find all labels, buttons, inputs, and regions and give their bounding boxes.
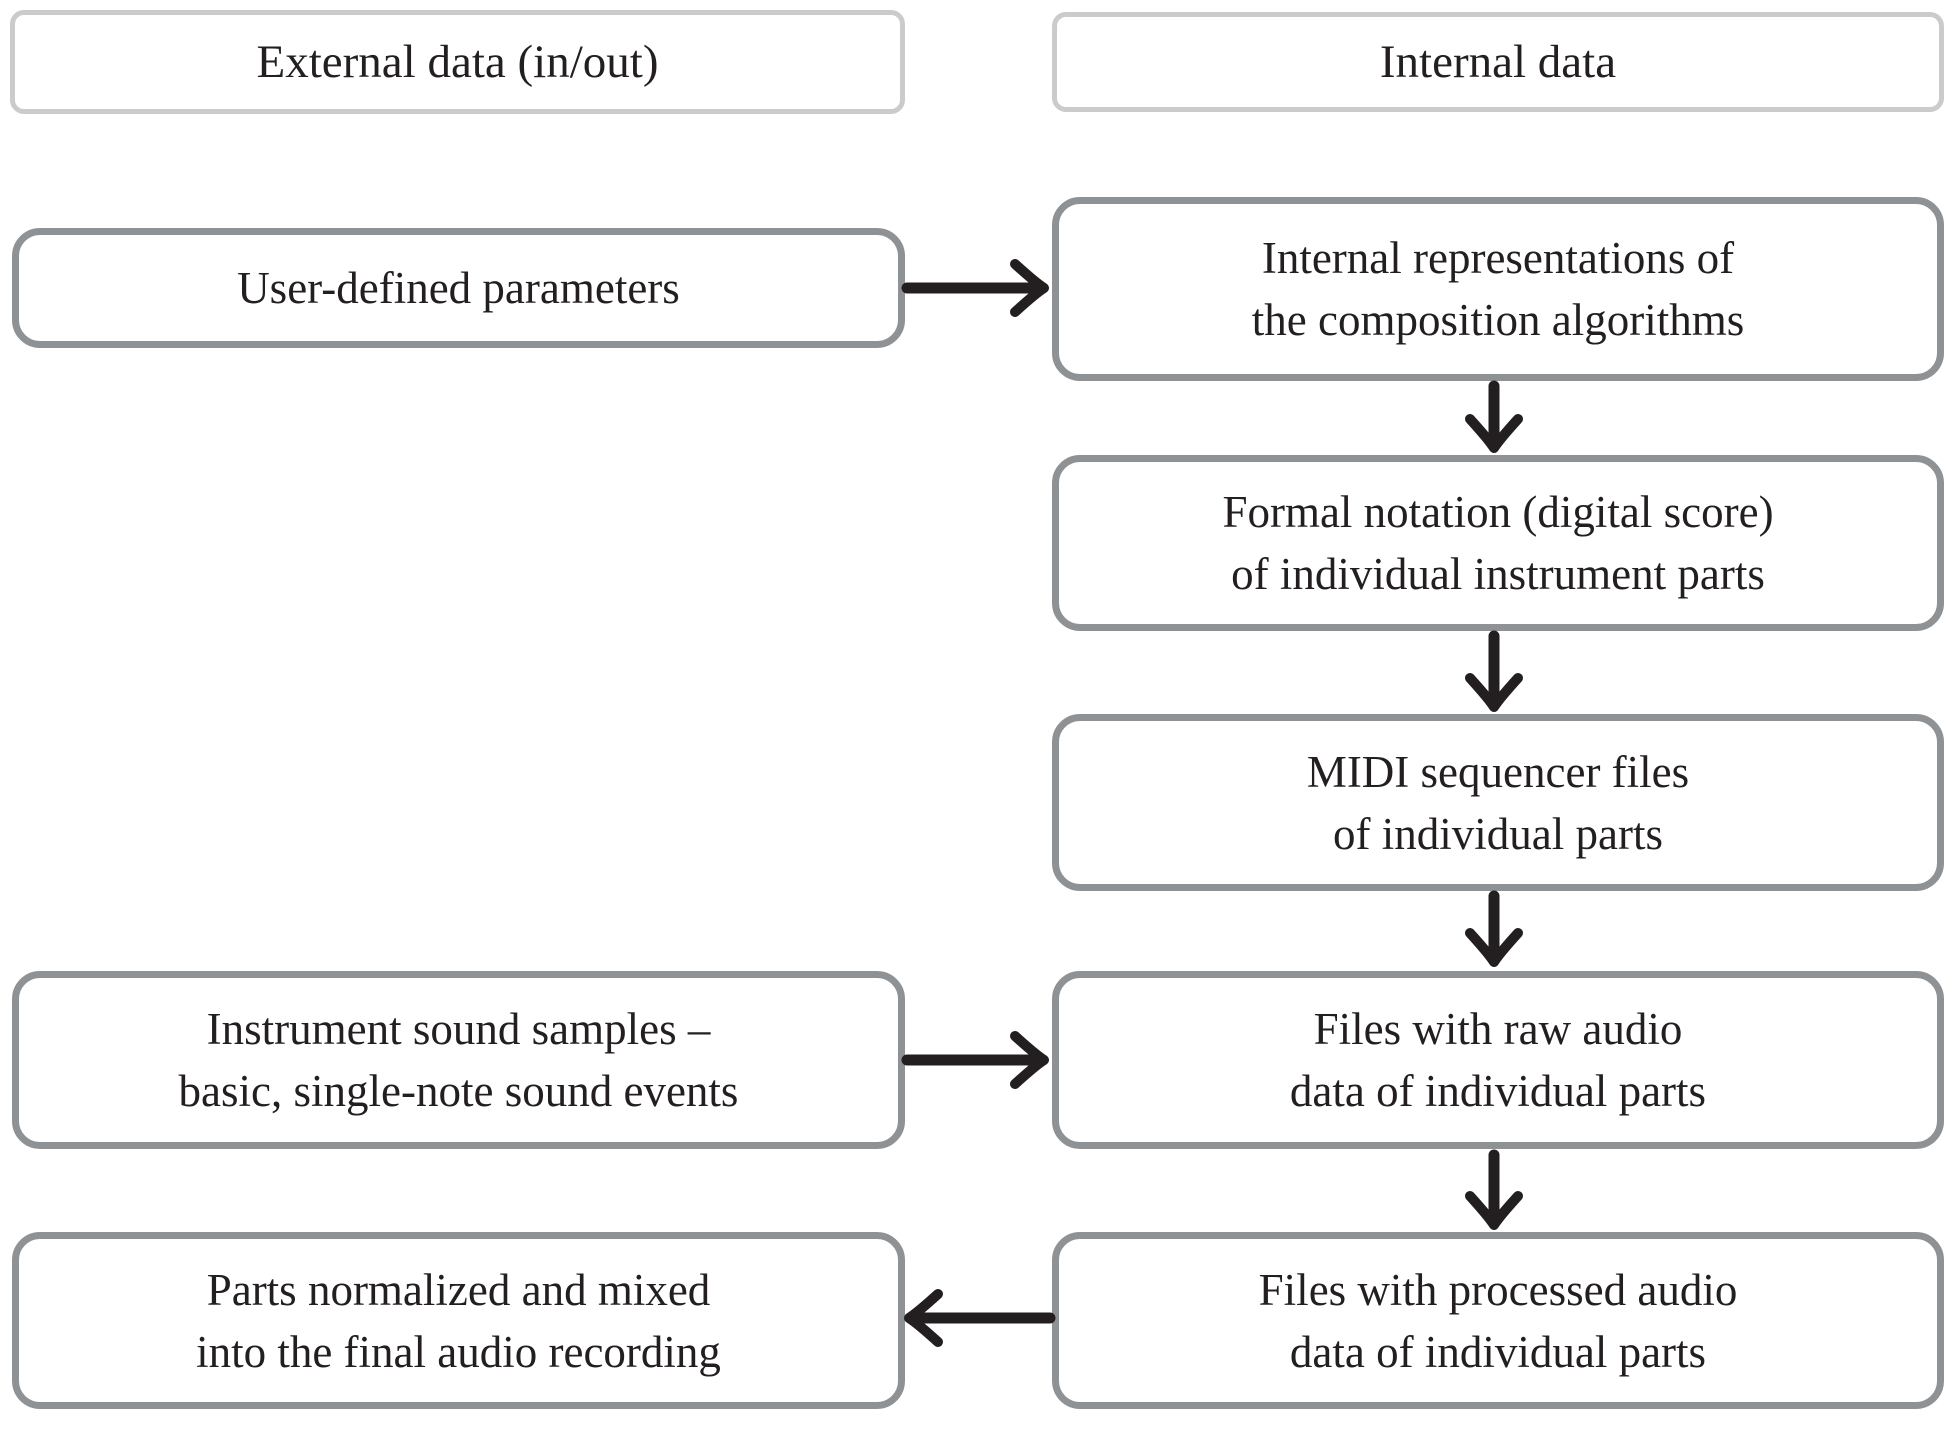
node-parts-normalized-mixed-text: Parts normalized and mixed into the fina… [196,1259,721,1383]
column-header-external-label: External data (in/out) [256,36,659,88]
arrow-formal-notation-to-midi-files [1465,630,1523,712]
node-text-line: Files with processed audio [1258,1264,1738,1315]
arrow-raw-audio-to-processed-audio [1465,1149,1523,1230]
node-formal-notation-text: Formal notation (digital score) of indiv… [1222,481,1773,605]
node-text-line: Formal notation (digital score) [1222,487,1774,537]
column-header-internal-label: Internal data [1379,36,1617,88]
node-text-line: data of individual parts [1289,1066,1707,1116]
node-text-line: of individual parts [1333,808,1663,859]
node-midi-sequencer-files-text: MIDI sequencer files of individual parts [1307,741,1689,865]
node-internal-representations-text: Internal representations of the composit… [1252,227,1744,351]
node-text-line: Parts normalized and mixed [206,1264,711,1315]
arrow-user-params-to-internal-representations [901,259,1049,317]
node-text-line: Instrument sound samples – [206,1004,711,1054]
node-formal-notation: Formal notation (digital score) of indiv… [1052,455,1944,631]
node-text-line: basic, single-note sound events [178,1066,739,1116]
node-files-raw-audio-text: Files with raw audio data of individual … [1290,998,1706,1122]
column-header-external-data: External data (in/out) [10,10,905,114]
node-text-line: into the final audio recording [196,1326,721,1377]
node-instrument-sound-samples-text: Instrument sound samples – basic, single… [179,998,739,1122]
node-files-raw-audio: Files with raw audio data of individual … [1052,971,1944,1149]
node-parts-normalized-mixed: Parts normalized and mixed into the fina… [12,1232,905,1409]
node-text-line: Files with raw audio [1313,1004,1683,1054]
node-files-processed-audio-text: Files with processed audio data of indiv… [1259,1259,1738,1383]
node-text-line: User-defined parameters [237,263,680,313]
arrow-sound-samples-to-raw-audio [901,1031,1049,1089]
arrow-midi-files-to-raw-audio [1465,890,1523,967]
node-midi-sequencer-files: MIDI sequencer files of individual parts [1052,714,1944,891]
node-text-line: of individual instrument parts [1231,549,1765,599]
node-user-defined-parameters-text: User-defined parameters [237,257,680,319]
node-files-processed-audio: Files with processed audio data of indiv… [1052,1232,1944,1409]
node-user-defined-parameters: User-defined parameters [12,228,905,348]
node-text-line: MIDI sequencer files [1306,746,1690,797]
column-header-internal-data: Internal data [1052,12,1944,112]
arrow-processed-audio-to-mixed-recording [904,1289,1056,1347]
node-text-line: the composition algorithms [1251,295,1745,345]
node-internal-representations: Internal representations of the composit… [1052,197,1944,381]
node-instrument-sound-samples: Instrument sound samples – basic, single… [12,971,905,1149]
node-text-line: data of individual parts [1289,1326,1707,1377]
node-text-line: Internal representations of [1261,233,1735,283]
arrow-internal-representations-to-formal-notation [1465,380,1523,453]
